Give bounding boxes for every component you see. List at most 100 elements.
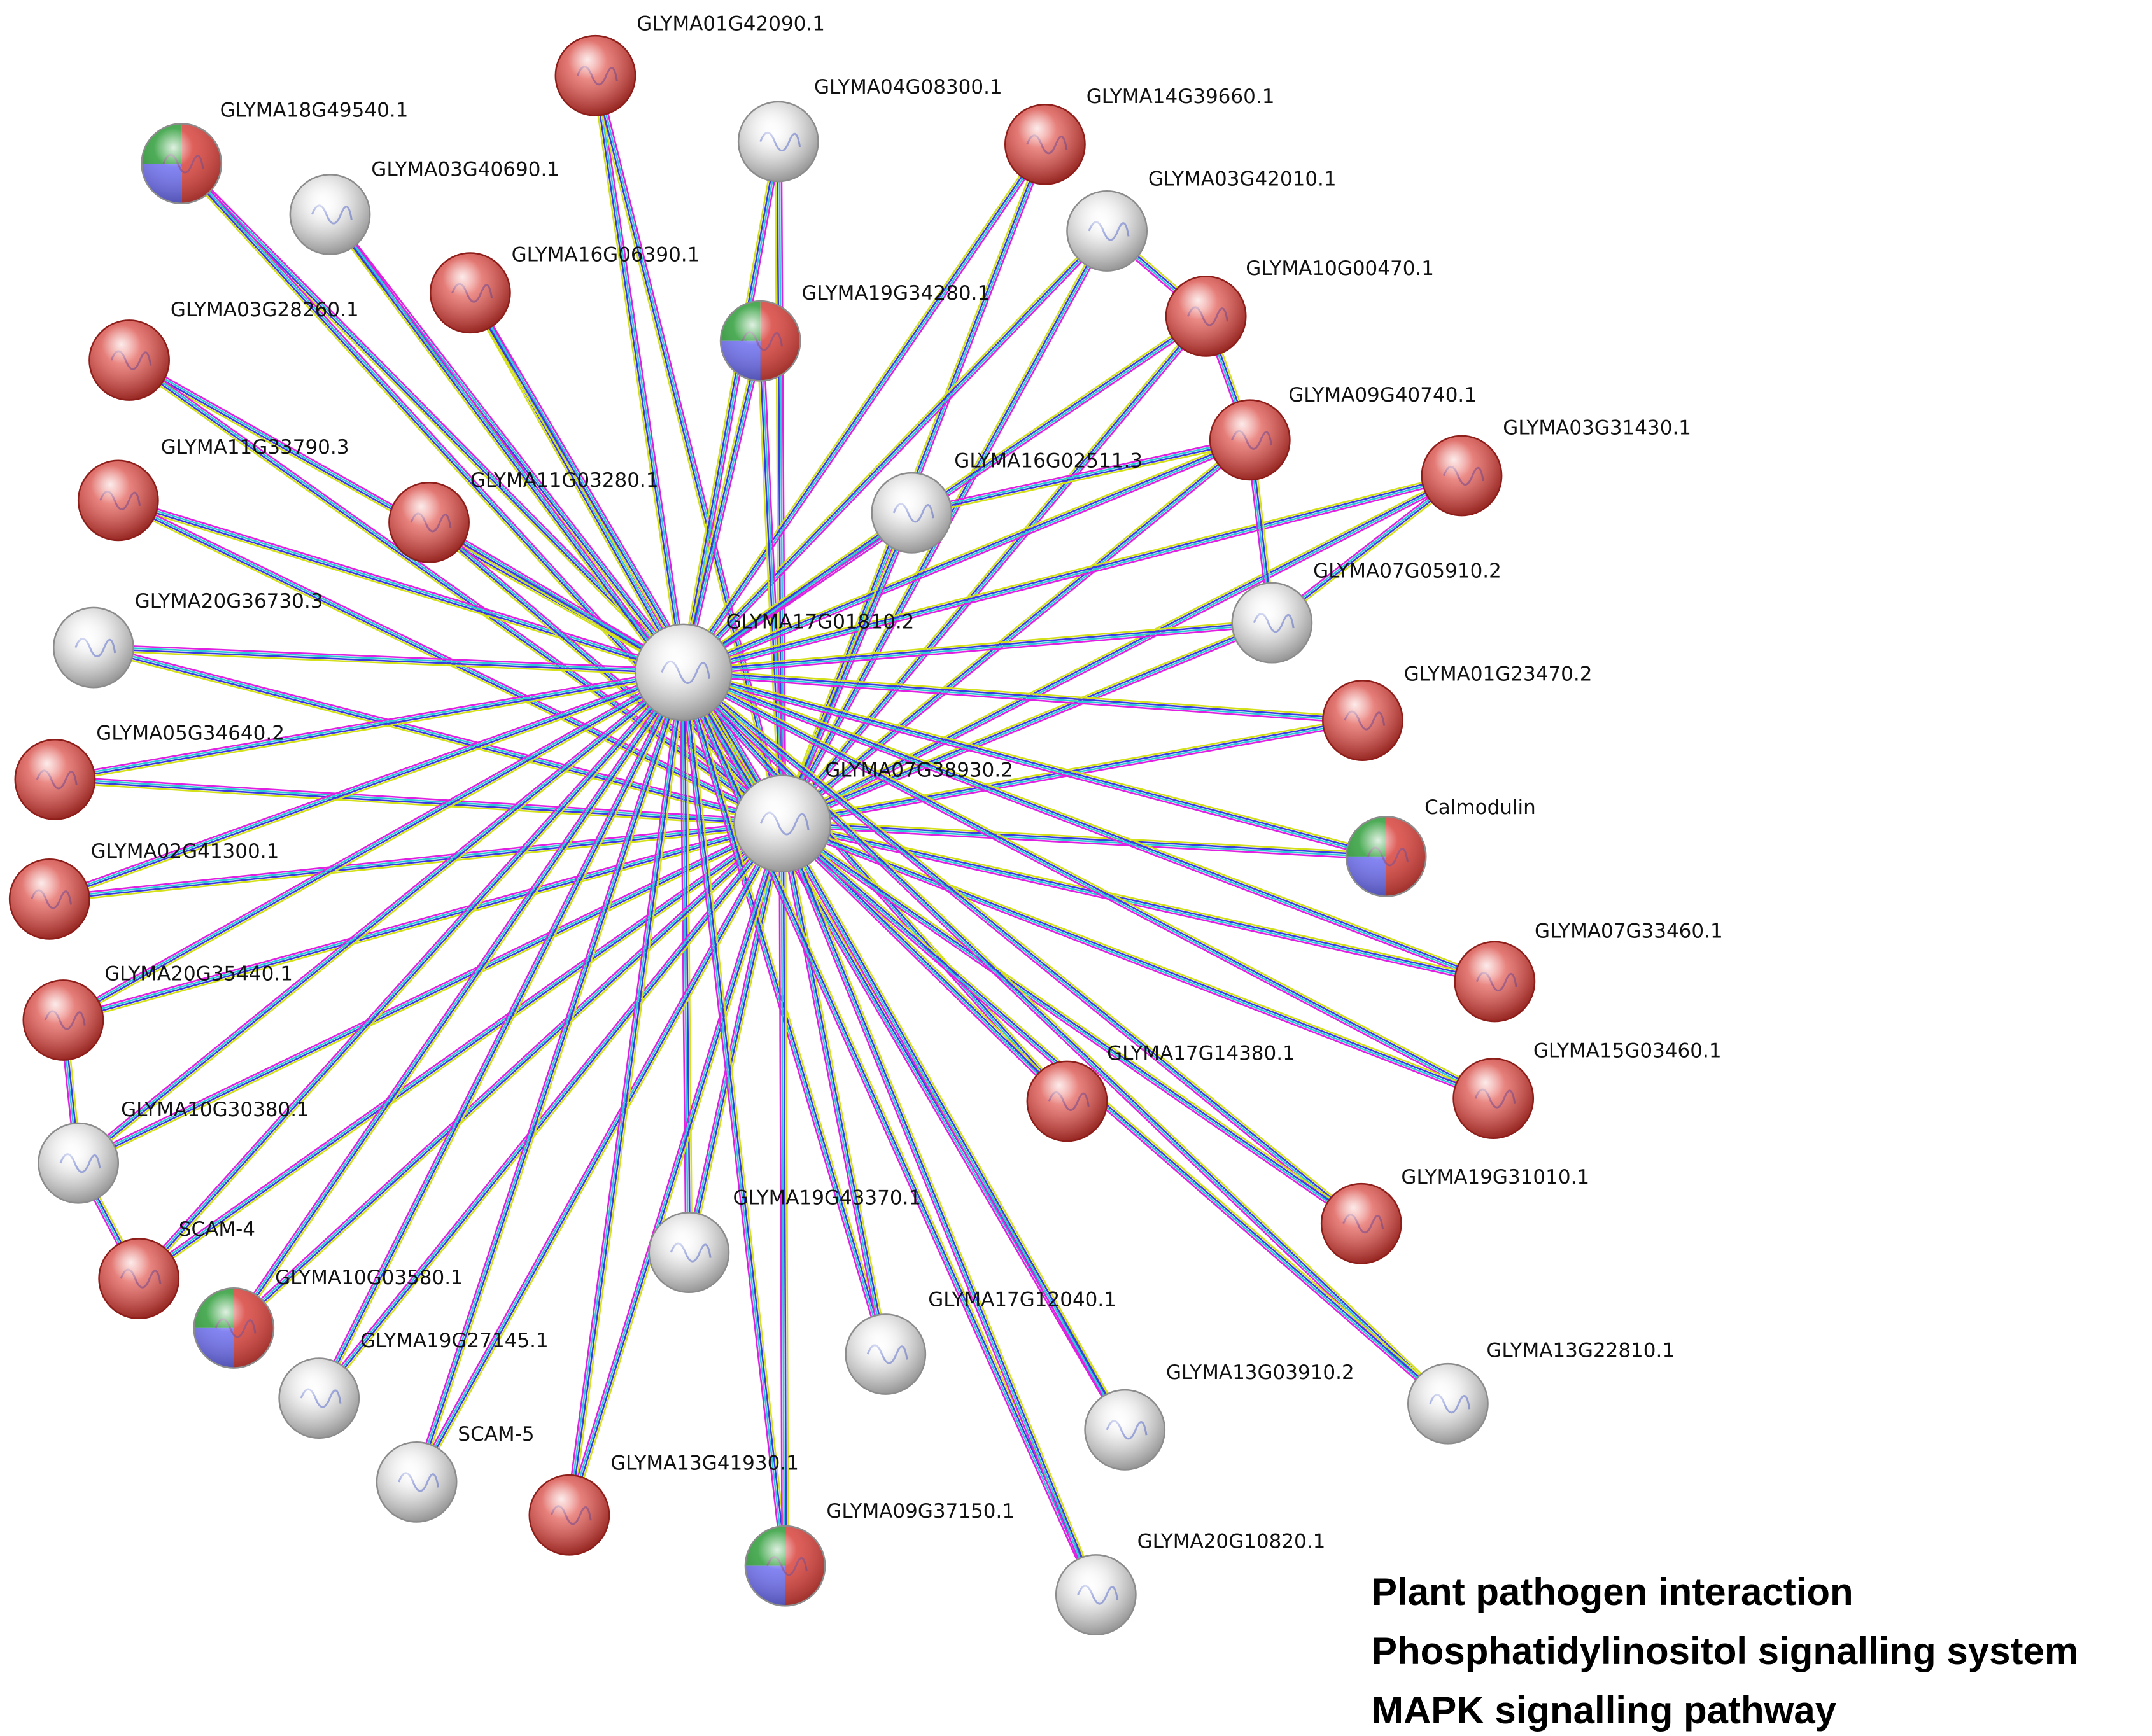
edge-evidence-line <box>682 143 1045 673</box>
node-glyma01g23470-2[interactable] <box>1322 680 1403 761</box>
edge-glyma07g38930-2-glyma17g12040-1 <box>778 822 890 1355</box>
edge-evidence-line <box>782 316 1207 825</box>
node-glyma16g06390-1[interactable] <box>429 252 511 334</box>
node-glyma17g12040-1[interactable] <box>845 1313 927 1395</box>
edge-evidence-line <box>684 340 763 673</box>
node-glyma09g40740-1[interactable] <box>1209 399 1291 481</box>
edge-evidence-line <box>784 822 890 1354</box>
node-glyma17g14380-1[interactable] <box>1026 1060 1108 1142</box>
edge-evidence-line <box>684 669 1496 1097</box>
node-glyma03g28260-1[interactable] <box>88 319 170 401</box>
node-glyma15g03460-1[interactable] <box>1452 1058 1535 1140</box>
node-glyma07g05910-2[interactable] <box>1231 582 1313 664</box>
node-glyma01g42090-1[interactable] <box>554 34 636 116</box>
node-glyma13g03910-2[interactable] <box>1084 1389 1166 1471</box>
node-glyma07g33460-1[interactable] <box>1454 941 1536 1023</box>
edge-evidence-line <box>567 672 684 1515</box>
legend-line-plant-pathogen: Plant pathogen interaction <box>1372 1571 1853 1613</box>
node-glyma20g35440-1[interactable] <box>22 979 104 1061</box>
node-gloss <box>289 174 371 255</box>
node-glyma10g03580-1[interactable] <box>193 1287 275 1369</box>
edge-evidence-line <box>684 668 1388 855</box>
node-label-glyma07g38930-2: GLYMA07G38930.2 <box>825 759 1013 782</box>
node-label-glyma20g10820-1: GLYMA20G10820.1 <box>1137 1530 1326 1553</box>
node-scam-5[interactable] <box>376 1441 458 1523</box>
edge-evidence-line <box>680 228 1106 671</box>
node-glyma19g34280-1[interactable] <box>719 300 801 382</box>
edge-evidence-line <box>137 671 684 1278</box>
edge-evidence-line <box>467 293 781 826</box>
edge-evidence-line <box>468 293 782 825</box>
node-glyma19g31010-1[interactable] <box>1320 1182 1402 1264</box>
node-glyma03g31430-1[interactable] <box>1421 435 1503 517</box>
node-glyma11g03280-1[interactable] <box>388 482 470 563</box>
edge-evidence-line <box>684 477 1463 676</box>
edge-evidence-line <box>684 668 1496 980</box>
edge-evidence-line <box>683 475 1463 675</box>
edge-evidence-line <box>63 672 685 1022</box>
edge-evidence-line <box>94 643 684 670</box>
edge-evidence-line <box>778 511 910 823</box>
node-glyma09g37150-1[interactable] <box>744 1525 826 1607</box>
node-glyma19g27145-1[interactable] <box>278 1357 360 1439</box>
node-glyma02g41300-1[interactable] <box>8 858 90 940</box>
edge-evidence-line <box>230 669 682 1327</box>
edge-evidence-line <box>783 624 1274 827</box>
edge-evidence-line <box>780 619 1272 822</box>
edge-evidence-line <box>595 75 785 823</box>
node-label-glyma03g28260-1: GLYMA03G28260.1 <box>171 298 359 321</box>
edge-evidence-line <box>137 822 783 1278</box>
node-glyma04g08300-1[interactable] <box>737 101 819 183</box>
edge-evidence-line <box>780 437 1249 822</box>
node-label-glyma20g35440-1: GLYMA20G35440.1 <box>104 962 293 985</box>
node-glyma03g40690-1[interactable] <box>289 174 371 255</box>
edge-evidence-line <box>779 313 1204 822</box>
edge-evidence-line <box>763 340 787 823</box>
edge-evidence-line <box>758 340 782 824</box>
edge-evidence-line <box>682 672 1386 858</box>
node-glyma19g43370-1[interactable] <box>648 1212 730 1294</box>
node-glyma20g36730-3[interactable] <box>53 606 134 689</box>
node-gloss <box>193 1287 275 1369</box>
edge-glyma17g01810-2-glyma05g34640-2 <box>54 668 684 783</box>
edge-evidence-line <box>571 824 787 1516</box>
edge-evidence-line <box>682 674 1386 860</box>
node-gloss <box>1165 275 1247 357</box>
node-glyma18g49540-1[interactable] <box>141 123 223 204</box>
node-glyma07g38930-2[interactable] <box>733 774 832 872</box>
edge-evidence-line <box>679 672 687 1253</box>
node-glyma10g30380-1[interactable] <box>38 1122 120 1204</box>
edge-evidence-line <box>784 442 1253 827</box>
node-glyma10g00470-1[interactable] <box>1165 275 1247 357</box>
node-scam-4[interactable] <box>98 1238 180 1320</box>
edge-evidence-line <box>93 650 684 676</box>
edge-evidence-line <box>76 669 682 1161</box>
node-glyma14g39660-1[interactable] <box>1004 103 1086 185</box>
edge-evidence-line <box>565 822 780 1515</box>
edge-evidence-line <box>679 141 777 672</box>
node-glyma20g10820-1[interactable] <box>1055 1554 1137 1635</box>
node-calmodulin[interactable] <box>1345 816 1427 897</box>
edge-evidence-line <box>78 672 685 1165</box>
edge-evidence-line <box>118 496 685 671</box>
labels-layer: GLYMA17G01810.2GLYMA07G38930.2GLYMA01G42… <box>91 13 1723 1553</box>
node-glyma13g41930-1[interactable] <box>528 1474 610 1556</box>
edge-glyma17g01810-2-glyma10g03580-1 <box>230 669 687 1331</box>
edge-evidence-line <box>470 291 784 823</box>
edge-evidence-line <box>683 619 1272 670</box>
edge-glyma07g38930-2-glyma20g10820-1 <box>778 822 1100 1597</box>
node-label-scam-4: SCAM-4 <box>179 1218 255 1241</box>
edge-glyma17g01810-2-glyma19g31010-1 <box>680 669 1364 1227</box>
node-glyma03g42010-1[interactable] <box>1066 190 1148 272</box>
node-glyma05g34640-2[interactable] <box>14 739 96 820</box>
edge-evidence-line <box>784 820 1364 1222</box>
edge-glyma17g01810-2-glyma14g39660-1 <box>680 142 1048 675</box>
node-glyma16g02511-3[interactable] <box>871 472 953 554</box>
node-gloss <box>8 858 90 940</box>
edge-evidence-line <box>781 315 1206 823</box>
node-glyma11g33790-3[interactable] <box>77 459 159 542</box>
node-glyma17g01810-2[interactable] <box>634 623 733 722</box>
edge-evidence-line <box>686 671 890 1354</box>
edge-evidence-line <box>779 825 1066 1104</box>
node-glyma13g22810-1[interactable] <box>1407 1362 1489 1445</box>
